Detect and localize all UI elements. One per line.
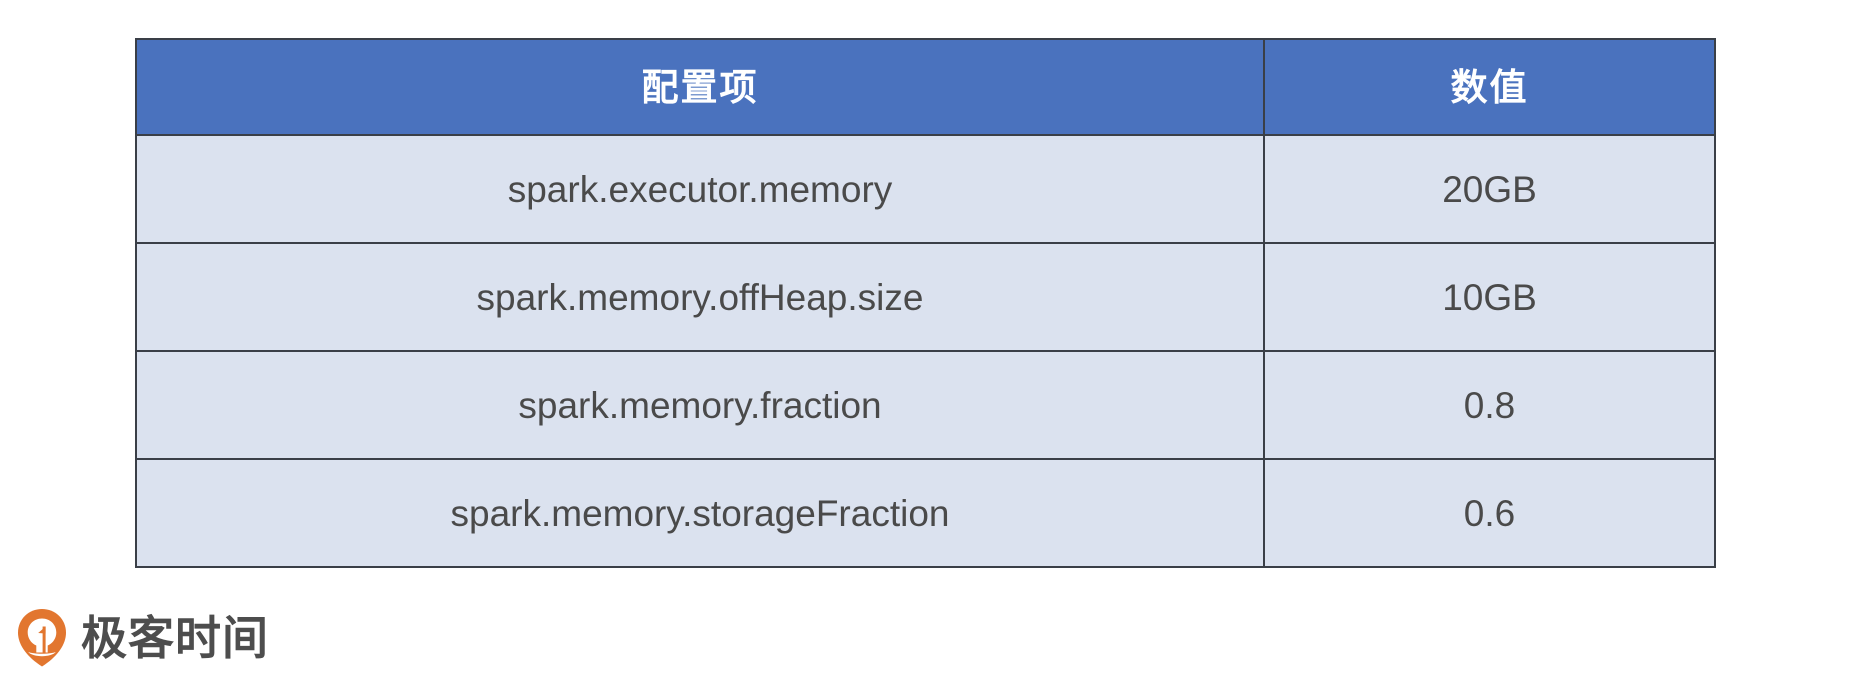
- table-row: spark.memory.fraction 0.8: [135, 350, 1716, 460]
- config-value-cell: 20GB: [1263, 134, 1716, 244]
- config-key-cell: spark.memory.fraction: [135, 350, 1265, 460]
- config-value-text: 0.6: [1463, 492, 1516, 534]
- geektime-pin-icon: [18, 609, 66, 667]
- column-header-value-label: 数值: [1450, 66, 1529, 108]
- config-value-cell: 0.6: [1263, 458, 1716, 568]
- config-value-cell: 0.8: [1263, 350, 1716, 460]
- config-key-cell: spark.memory.offHeap.size: [135, 242, 1265, 352]
- table-row: spark.memory.offHeap.size 10GB: [135, 242, 1716, 352]
- config-value-text: 20GB: [1442, 168, 1537, 210]
- column-header-config-item-label: 配置项: [641, 66, 759, 108]
- brand-name: 极客时间: [81, 612, 269, 664]
- table-header-row: 配置项 数值: [135, 38, 1716, 136]
- config-key-text: spark.executor.memory: [507, 168, 893, 210]
- config-key-cell: spark.executor.memory: [135, 134, 1265, 244]
- brand-logo: 极客时间: [16, 608, 269, 668]
- config-value-cell: 10GB: [1263, 242, 1716, 352]
- column-header-config-item: 配置项: [135, 38, 1265, 136]
- config-key-cell: spark.memory.storageFraction: [135, 458, 1265, 568]
- config-key-text: spark.memory.offHeap.size: [476, 276, 924, 318]
- column-header-value: 数值: [1263, 38, 1716, 136]
- table-row: spark.memory.storageFraction 0.6: [135, 458, 1716, 568]
- config-key-text: spark.memory.storageFraction: [450, 492, 950, 534]
- table-body: spark.executor.memory 20GB spark.memory.…: [135, 134, 1716, 568]
- config-value-text: 0.8: [1463, 384, 1516, 426]
- config-value-text: 10GB: [1442, 276, 1537, 318]
- table-row: spark.executor.memory 20GB: [135, 134, 1716, 244]
- table-header: 配置项 数值: [135, 38, 1716, 136]
- config-key-text: spark.memory.fraction: [518, 384, 882, 426]
- spark-config-table: 配置项 数值 spark.executor.memory 20GB spark.…: [135, 38, 1716, 568]
